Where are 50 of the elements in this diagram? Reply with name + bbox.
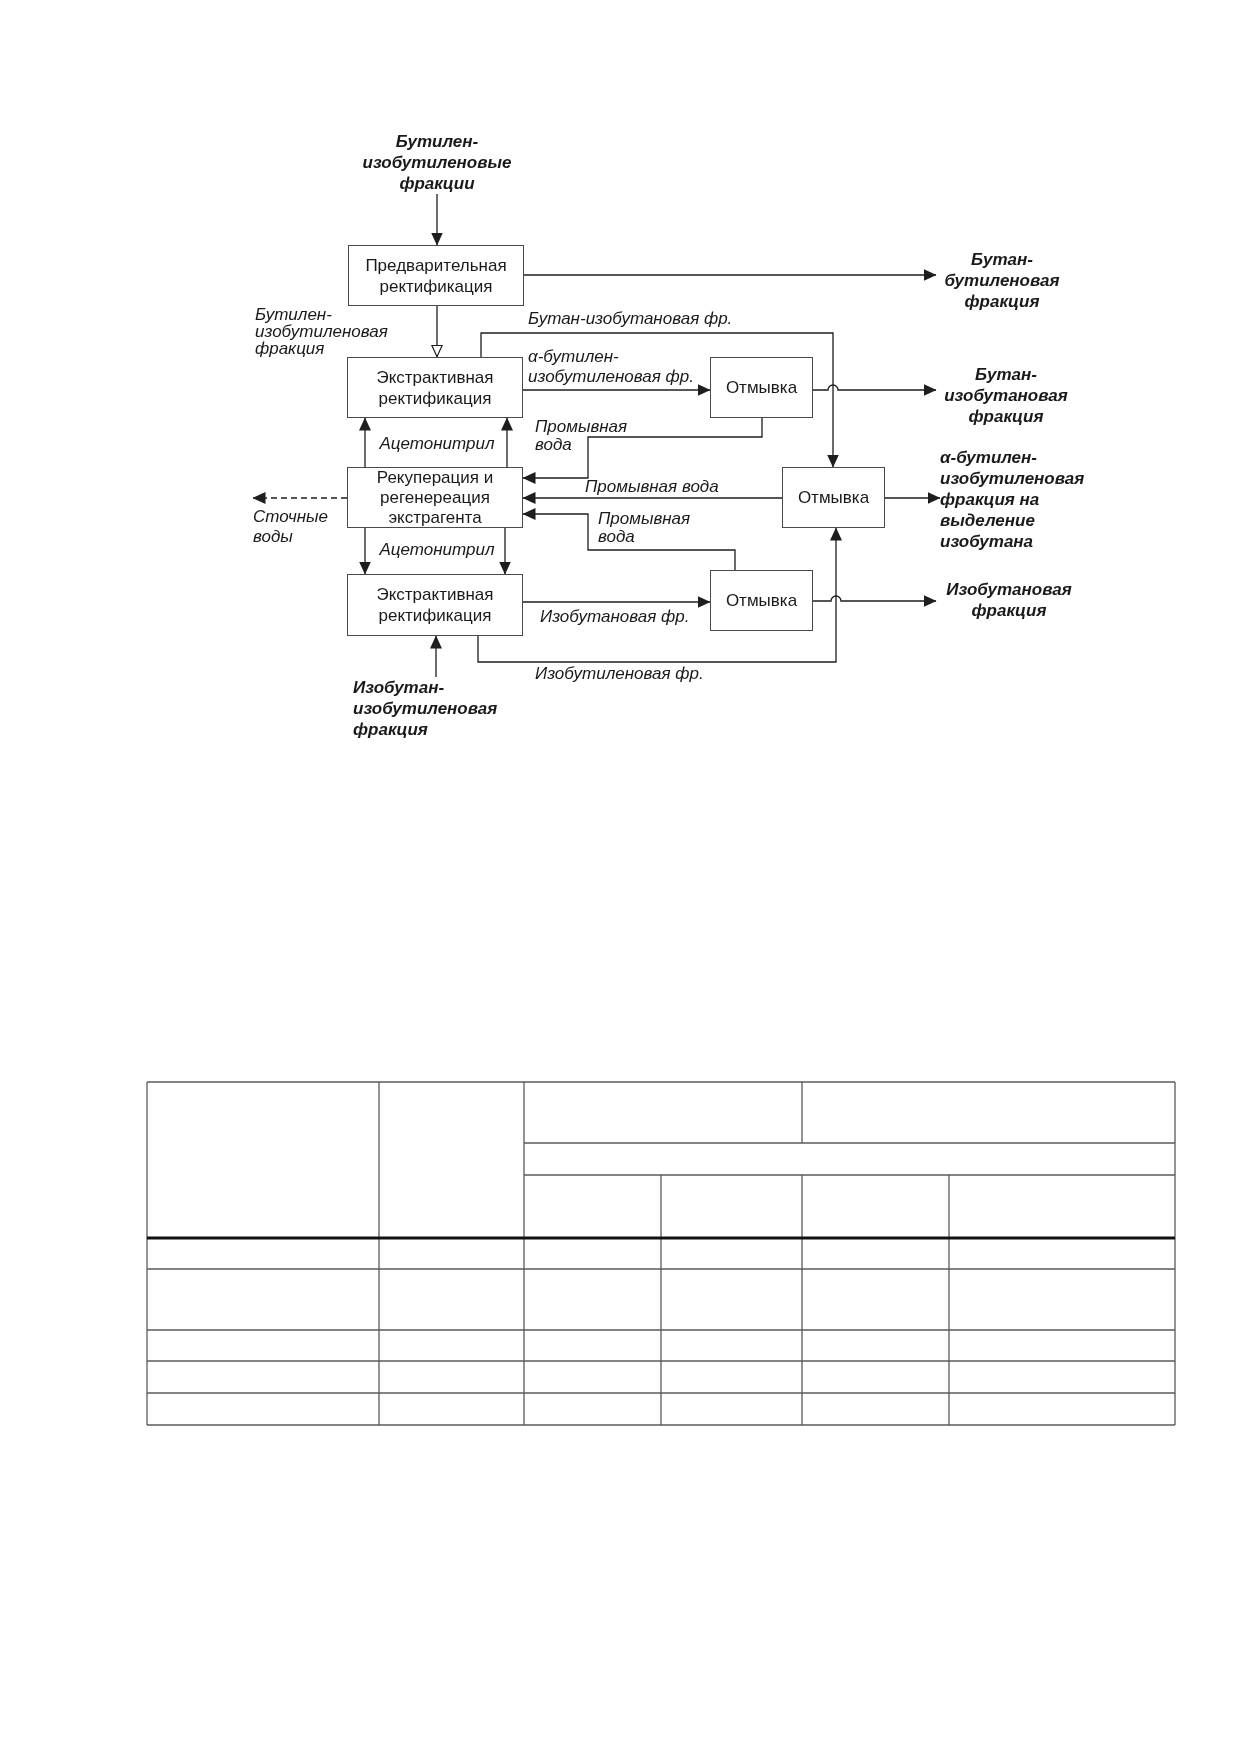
- stream-label: Бутан- изобутановая фракция: [943, 364, 1069, 427]
- flow-arrow: [522, 492, 783, 504]
- flow-arrow: [812, 384, 937, 396]
- flow-arrow: [522, 596, 711, 608]
- edge-label: α-бутилен- изобутиленовая фр.: [528, 347, 695, 387]
- edge-label: Промывная вода: [535, 418, 629, 454]
- flow-arrow: [430, 635, 442, 678]
- process-label: Рекуперация и регенереация экстрагента: [375, 467, 495, 528]
- process-box: [347, 574, 523, 636]
- stream-label: Бутан- бутиленовая фракция: [943, 249, 1061, 312]
- flow-arrow: [522, 508, 736, 571]
- stream-label: Бутилен- изобутиленовые фракции: [361, 131, 513, 194]
- edge-label: Промывная вода: [585, 477, 719, 497]
- process-box: [347, 467, 523, 528]
- edge-label: Промывная вода: [598, 510, 692, 546]
- flow-arrow: [523, 269, 937, 281]
- dashed-arrow: [252, 492, 348, 504]
- process-label: Отмывка: [725, 377, 798, 398]
- process-label: Экстрактивная ректификация: [375, 366, 495, 409]
- edge-label: Бутилен- изобутиленовая фракция: [255, 306, 389, 357]
- edge-label: Бутан-изобутановая фр.: [528, 309, 733, 329]
- stream-label: Изобутановая фракция: [945, 579, 1073, 621]
- flow-arrow: [477, 527, 842, 663]
- flow-arrow: [359, 527, 371, 575]
- edge-label: Ацетонитрил: [379, 434, 495, 454]
- process-box: [782, 467, 885, 528]
- flow-arrow: [431, 193, 443, 246]
- flow-arrow: [480, 332, 839, 468]
- stream-label: α-бутилен- изобутиленовая фракция на выделение изобутана: [940, 447, 1086, 552]
- flow-arrow: [522, 384, 711, 396]
- process-box: [710, 570, 813, 631]
- process-box: [347, 357, 523, 418]
- flow-arrow: [501, 417, 513, 468]
- flow-arrow: [522, 417, 763, 484]
- process-box: [710, 357, 813, 418]
- process-label: Экстрактивная ректификация: [375, 584, 495, 626]
- flow-arrow: [431, 305, 443, 358]
- stream-label: Изобутан- изобутиленовая фракция: [353, 677, 499, 740]
- edge-label: Изобутиленовая фр.: [535, 664, 704, 684]
- process-label: Отмывка: [797, 487, 870, 508]
- flow-arrow: [812, 595, 937, 607]
- process-box: [348, 245, 524, 306]
- flow-arrow: [884, 492, 941, 504]
- process-label: Отмывка: [725, 590, 798, 611]
- stream-label: Сточные воды: [253, 507, 330, 547]
- edge-label: Изобутановая фр.: [540, 607, 690, 627]
- edge-label: Ацетонитрил: [379, 540, 495, 560]
- process-label: Предварительная ректификация: [364, 254, 508, 297]
- flow-arrow: [359, 417, 371, 468]
- flow-arrow: [499, 527, 511, 575]
